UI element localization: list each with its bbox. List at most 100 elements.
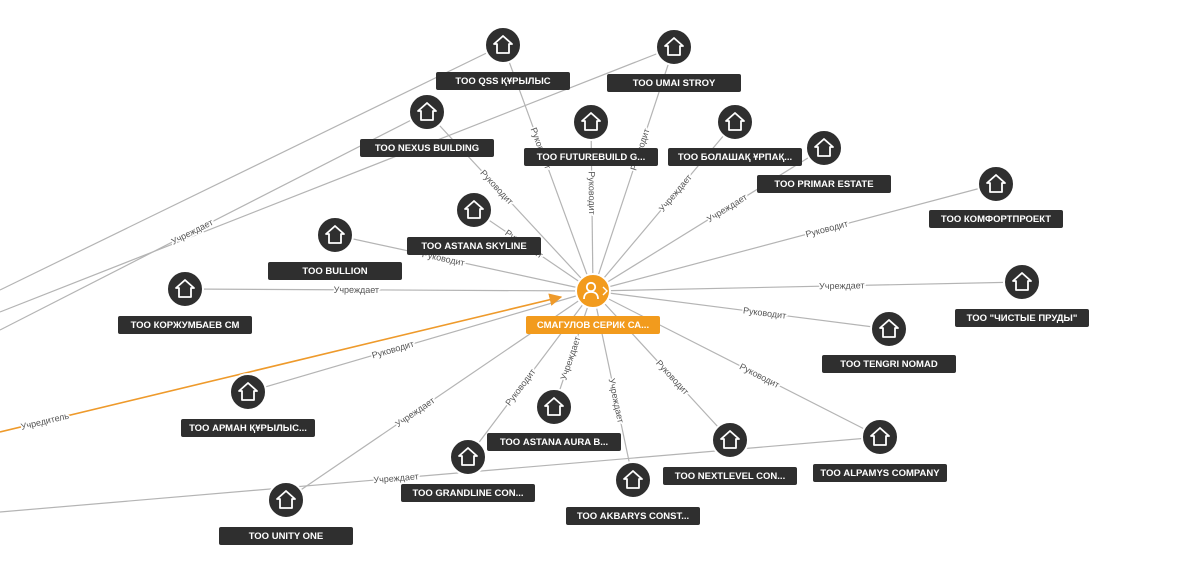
node-label-box[interactable] [668,148,802,166]
company-node-akbarys[interactable]: ТОО AKBARYS CONST... [566,461,700,525]
node-label-box[interactable] [663,467,797,485]
company-node-qss[interactable]: ТОО QSS ҚҰРЫЛЫС [436,26,570,90]
node-circle[interactable] [267,481,305,519]
building-icon [325,225,345,244]
company-node-komfort[interactable]: ТОО КОМФОРТПРОЕКТ [929,165,1063,228]
building-icon [870,427,890,446]
company-node-alpamys[interactable]: ТОО ALPAMYS COMPANY [813,418,947,482]
node-label-box[interactable] [181,419,315,437]
company-node-umai[interactable]: ТОО UMAI STROY [607,28,741,92]
node-circle[interactable] [870,310,908,348]
company-node-arman[interactable]: ТОО АРМАН ҚҰРЫЛЫС... [181,373,315,437]
building-icon [464,200,484,219]
building-icon [175,279,195,298]
edge-center-komfort[interactable] [592,183,997,292]
edge-center-chistye[interactable] [592,281,1023,292]
node-label-box[interactable] [566,507,700,525]
node-label-box[interactable] [524,148,658,166]
node-label-box[interactable] [268,262,402,280]
node-label: ТОО ALPAMYS COMPANY [820,468,940,479]
edge-center-arman[interactable] [247,290,594,393]
company-node-unity[interactable]: ТОО UNITY ONE [219,481,353,545]
edge-qss-offscreen-left-2[interactable] [0,44,504,291]
company-node-bullion[interactable]: ТОО BULLION [268,216,402,280]
company-node-skyline[interactable]: ТОО ASTANA SKYLINE [407,191,541,255]
node-label-box[interactable] [757,175,891,193]
edge-label: Учреждает [170,217,215,247]
node-circle[interactable] [711,421,749,459]
company-node-bolashak[interactable]: ТОО БОЛАШАҚ ҰРПАҚ... [668,103,802,166]
node-label-box[interactable] [360,139,494,157]
company-node-nextlevel[interactable]: ТОО NEXTLEVEL CON... [663,421,797,485]
node-circle[interactable] [1003,263,1041,301]
node-label-box[interactable] [219,527,353,545]
node-label: ТОО БОЛАШАҚ ҰРПАҚ... [678,152,792,163]
node-circle[interactable] [449,438,487,476]
building-icon [986,174,1006,193]
node-circle[interactable] [484,26,522,64]
edge-center-bullion[interactable] [334,234,594,292]
company-node-grandline[interactable]: ТОО GRANDLINE CON... [401,438,535,502]
edge-center-alpamys[interactable] [592,290,881,438]
node-circle[interactable] [229,373,267,411]
node-circle[interactable] [716,103,754,141]
node-label: ТОО TENGRI NOMAD [840,359,938,370]
company-node-nexus[interactable]: ТОО NEXUS BUILDING [360,93,494,157]
building-icon [879,319,899,338]
node-circle[interactable] [861,418,899,456]
node-circle[interactable] [572,103,610,141]
building-icon [581,112,601,131]
node-label: ТОО ASTANA SKYLINE [421,241,526,252]
building-icon [814,138,834,157]
node-circle[interactable] [535,388,573,426]
edge-label: Руководит [742,305,786,320]
edge-center-tengri[interactable] [592,290,890,330]
node-circle[interactable] [977,165,1015,203]
node-label-box[interactable] [955,309,1089,327]
edge-center-offscreen-left-1[interactable] [0,293,563,433]
company-node-chistye[interactable]: ТОО "ЧИСТЫЕ ПРУДЫ" [955,263,1089,327]
node-label-box[interactable] [929,210,1063,228]
building-icon [544,397,564,416]
chevron-right-icon[interactable] [602,286,608,296]
edge-label: Учреждает [607,377,626,424]
edge-nexus-offscreen-left-4[interactable] [0,111,428,331]
node-label-box[interactable] [813,464,947,482]
node-circle[interactable] [166,270,204,308]
edge-center-primar[interactable] [592,147,825,292]
node-circle[interactable] [316,216,354,254]
company-node-korzhumbaev[interactable]: ТОО КОРЖУМБАЕВ СМ [118,270,252,334]
node-circle[interactable] [455,191,493,229]
node-circle[interactable] [655,28,693,66]
edge-center-korzhumbaev[interactable] [184,288,594,292]
center-person-node[interactable]: СМАГУЛОВ СЕРИК СА... [526,273,660,334]
edge-label: Учреждает [558,335,582,381]
company-node-primar[interactable]: ТОО PRIMAR ESTATE [757,129,891,193]
node-label-box[interactable] [607,74,741,92]
node-circle[interactable] [805,129,843,167]
company-node-aura[interactable]: ТОО ASTANA AURA B... [487,388,621,451]
edge-center-aura[interactable] [553,290,594,408]
edge-label: Руководит [738,361,781,390]
company-node-tengri[interactable]: ТОО TENGRI NOMAD [822,310,956,373]
building-icon [623,470,643,489]
node-circle[interactable] [408,93,446,131]
company-node-futurebuild[interactable]: ТОО FUTUREBUILD G... [524,103,658,166]
node-label-box[interactable] [436,72,570,90]
node-label-box[interactable] [526,316,660,334]
edge-label: Учреждает [334,285,379,295]
node-label: ТОО NEXTLEVEL CON... [675,471,785,482]
node-label-box[interactable] [487,433,621,451]
nodes-layer: СМАГУЛОВ СЕРИК СА... ТОО QSS ҚҰРЫЛЫС ТОО U… [118,26,1089,545]
node-circle[interactable] [614,461,652,499]
node-label-box[interactable] [401,484,535,502]
edge-umai-offscreen-left-3[interactable] [0,46,675,313]
edge-center-nextlevel[interactable] [592,290,731,441]
node-label-box[interactable] [407,237,541,255]
node-label: ТОО ASTANA AURA B... [500,437,608,448]
node-label-box[interactable] [118,316,252,334]
node-label-box[interactable] [822,355,956,373]
node-label: ТОО FUTUREBUILD G... [537,152,645,163]
